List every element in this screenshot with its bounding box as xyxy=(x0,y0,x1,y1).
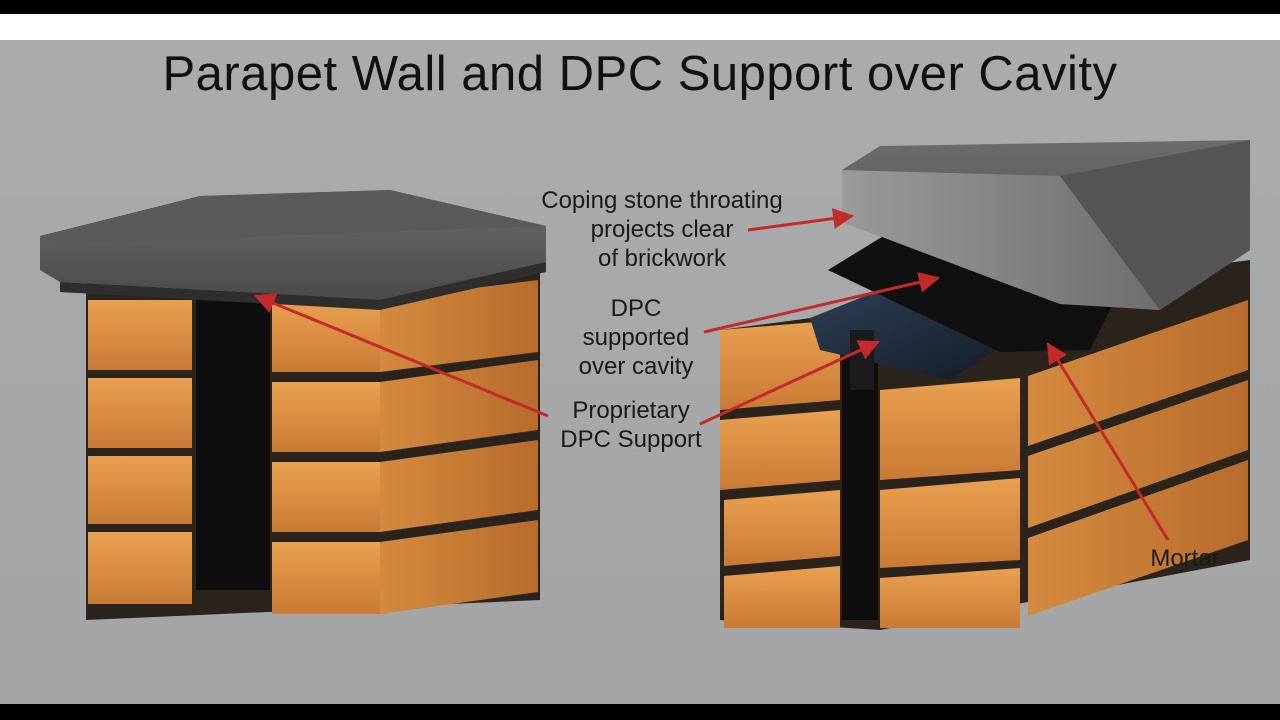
left-parapet-wall xyxy=(40,190,546,620)
label-mortar: Mortar xyxy=(1150,545,1220,572)
diagram-title: Parapet Wall and DPC Support over Cavity xyxy=(162,47,1118,101)
leader-lines xyxy=(254,208,1170,541)
label-coping-stone: Coping stone throating projects clear of… xyxy=(506,186,818,273)
right-cavity xyxy=(842,326,878,620)
right-coping-stone xyxy=(842,140,1250,310)
right-dpc-strip xyxy=(828,232,1120,352)
label-coping-line-3: of brickwork xyxy=(597,245,727,272)
label-coping-line-1: Coping stone throating xyxy=(541,187,783,214)
leader-coping xyxy=(747,208,855,232)
right-dpc-support xyxy=(850,330,874,390)
label-coping-line-2: projects clear xyxy=(590,216,734,243)
label-dpc: DPC supported over cavity xyxy=(556,294,716,381)
right-leaf-bricks xyxy=(272,280,538,614)
leader-mortar xyxy=(1046,342,1170,541)
right-front-leaf-bricks xyxy=(720,320,840,628)
left-coping-stone xyxy=(40,190,546,310)
leader-dpc xyxy=(703,272,941,334)
leader-support-left xyxy=(254,293,549,418)
right-back-leaf-bricks xyxy=(880,300,1248,628)
label-dpc-line-3: over cavity xyxy=(578,353,694,380)
leader-support-right xyxy=(699,340,880,426)
label-dpc-line-2: supported xyxy=(582,324,690,351)
label-dpc-support: Proprietary DPC Support xyxy=(536,396,726,454)
label-dpc-line-1: DPC xyxy=(610,295,662,322)
left-leaf-bricks xyxy=(88,300,192,604)
label-support-line-2: DPC Support xyxy=(560,426,702,453)
label-support-line-1: Proprietary xyxy=(572,397,690,424)
left-cavity xyxy=(196,290,270,590)
